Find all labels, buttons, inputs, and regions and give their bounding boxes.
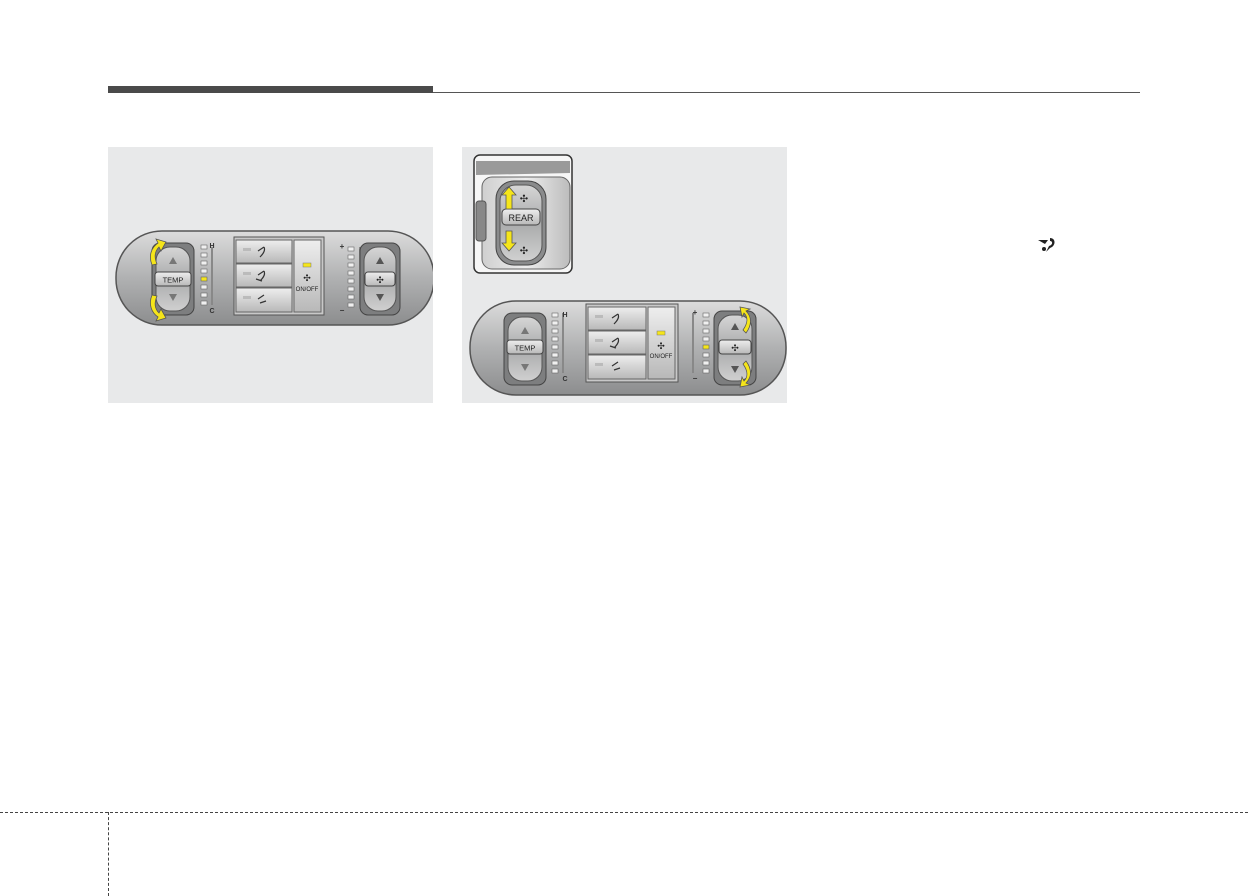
rear-fan-control-illustration: ✣ ✣ REAR TEMP H C (462, 147, 787, 403)
hot-label: H (562, 312, 567, 319)
figure-temp-control: TEMP H C (108, 147, 433, 403)
fan-icon: ✣ (520, 246, 528, 257)
cold-label: C (562, 376, 567, 383)
rear-label: REAR (508, 213, 534, 223)
minus-label: − (340, 306, 345, 315)
plus-label: + (340, 242, 345, 251)
footer-vertical-dashed-rule (108, 812, 109, 896)
temp-label: TEMP (163, 276, 184, 285)
temp-control-illustration: TEMP H C (108, 147, 433, 403)
footer-dashed-rule (0, 812, 1248, 813)
header-accent-bar (108, 86, 433, 93)
cold-label: C (209, 308, 214, 315)
fan-icon: ✣ (376, 275, 384, 285)
header-rule (433, 92, 1140, 93)
minus-label: − (693, 374, 698, 383)
temp-label: TEMP (515, 344, 536, 353)
on-off-label: ON/OFF (650, 354, 673, 360)
fan-icon: ✣ (657, 341, 665, 351)
rear-control-inset: ✣ ✣ REAR (474, 155, 572, 273)
fan-icon: ✣ (303, 273, 311, 283)
hot-label: H (209, 243, 214, 250)
figure-rear-fan-control: ✣ ✣ REAR TEMP H C (462, 147, 787, 403)
fan-icon: ✣ (520, 194, 528, 205)
on-off-label: ON/OFF (296, 287, 319, 293)
vent-mode-icon (1036, 236, 1060, 254)
fan-icon: ✣ (731, 343, 739, 353)
